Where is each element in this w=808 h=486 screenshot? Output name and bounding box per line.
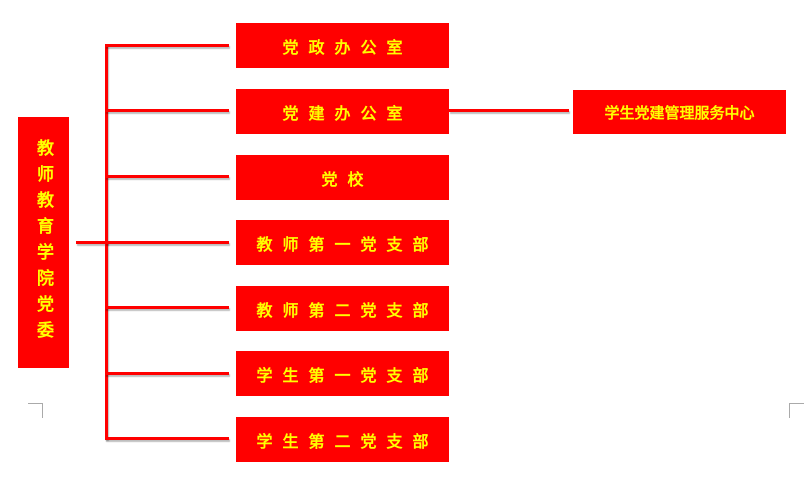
node-party-school: 党校 bbox=[236, 155, 449, 200]
page-corner-mark-right bbox=[789, 403, 804, 418]
branch-connector bbox=[105, 241, 229, 244]
node-teacher-branch-1: 教师第一党支部 bbox=[236, 220, 449, 265]
sub-connector bbox=[449, 109, 569, 112]
node-party-admin-office: 党政办公室 bbox=[236, 23, 449, 68]
node-teacher-branch-2: 教师第二党支部 bbox=[236, 286, 449, 331]
branch-connector bbox=[105, 437, 229, 440]
branch-connector bbox=[105, 44, 229, 47]
node-party-building-office: 党建办公室 bbox=[236, 89, 449, 134]
branch-connector bbox=[105, 109, 229, 112]
branch-connector bbox=[105, 175, 229, 178]
page-corner-mark-left bbox=[28, 403, 43, 418]
node-student-branch-1: 学生第一党支部 bbox=[236, 351, 449, 396]
root-connector bbox=[76, 241, 108, 244]
branch-connector bbox=[105, 306, 229, 309]
root-node: 教师教育学院党委 bbox=[18, 117, 69, 368]
node-student-party-service-center: 学生党建管理服务中心 bbox=[573, 90, 786, 134]
node-student-branch-2: 学生第二党支部 bbox=[236, 417, 449, 462]
branch-connector bbox=[105, 372, 229, 375]
